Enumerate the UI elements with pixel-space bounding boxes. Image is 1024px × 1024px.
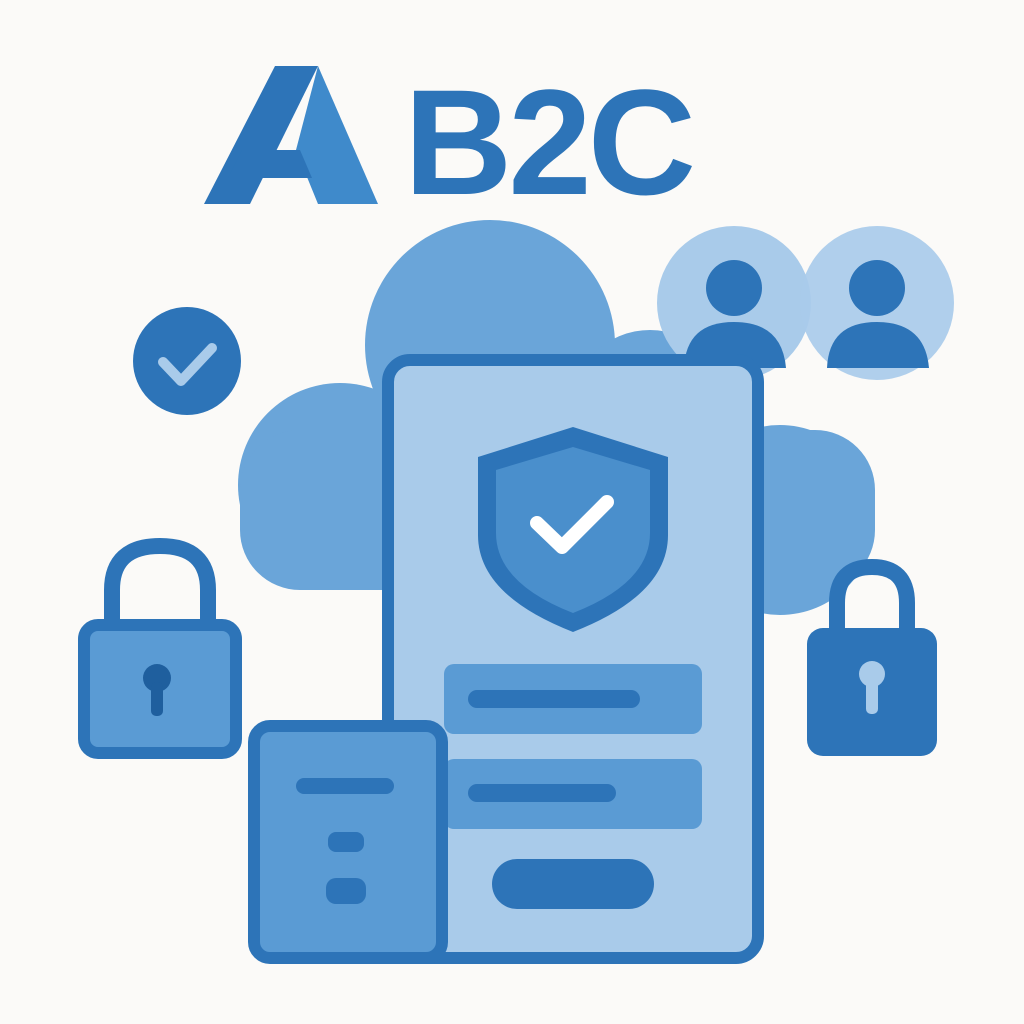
user-avatar-right — [800, 226, 954, 380]
username-field[interactable] — [444, 664, 702, 734]
server-indicator — [326, 878, 366, 904]
password-field[interactable] — [444, 759, 702, 829]
check-circle-icon — [133, 307, 241, 415]
mobile-device-icon — [382, 354, 764, 964]
sign-in-button[interactable] — [492, 859, 654, 909]
azure-a-logo — [204, 66, 378, 204]
server-icon — [248, 720, 448, 964]
padlock-icon — [807, 558, 937, 756]
padlock-icon — [78, 537, 242, 759]
server-line — [296, 778, 394, 794]
server-indicator — [328, 832, 364, 852]
user-icon — [827, 260, 929, 368]
shield-check-icon — [478, 427, 668, 632]
brand-title: B2C — [404, 58, 693, 226]
